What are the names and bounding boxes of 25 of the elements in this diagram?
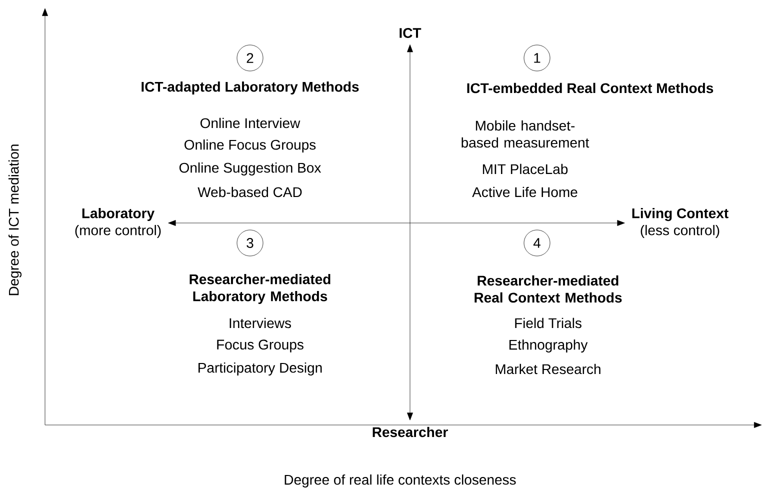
axis-end-label: Researcher [372,426,448,438]
method-item: Participatory Design [198,362,322,376]
method-item: Online Interview [200,118,300,128]
method-item: Mobile handset-based measurement [462,120,590,148]
quadrant-number: 1 [524,44,550,72]
axis-title: Degree of ICT mediation [8,144,22,296]
method-item: MIT PlaceLab [482,164,568,174]
method-item: Market Research [496,364,600,374]
method-item: Online Suggestion Box [179,162,322,176]
axis-title: Degree of real life contexts closeness [284,474,516,488]
quadrant-heading: Researcher-mediated Laboratory Methods [190,274,330,304]
quadrant-number: 3 [236,230,264,256]
axis-end-label: Laboratory (more control) [75,208,161,238]
quadrant-heading: Researcher-mediated Real Context Methods [474,275,622,303]
method-item: Online Focus Groups [184,139,316,152]
method-item: Ethnography [509,339,588,352]
method-item: Focus Groups [217,340,304,352]
axis-end-label: Living Context (less control) [632,208,728,238]
arrow [407,44,413,420]
method-item: Field Trials [515,318,582,328]
axis-end-label: ICT [400,28,422,38]
method-item: Interviews [230,318,291,328]
quadrant-number: 4 [524,230,550,256]
quadrant-number: 2 [236,44,264,72]
arrow [168,220,625,226]
